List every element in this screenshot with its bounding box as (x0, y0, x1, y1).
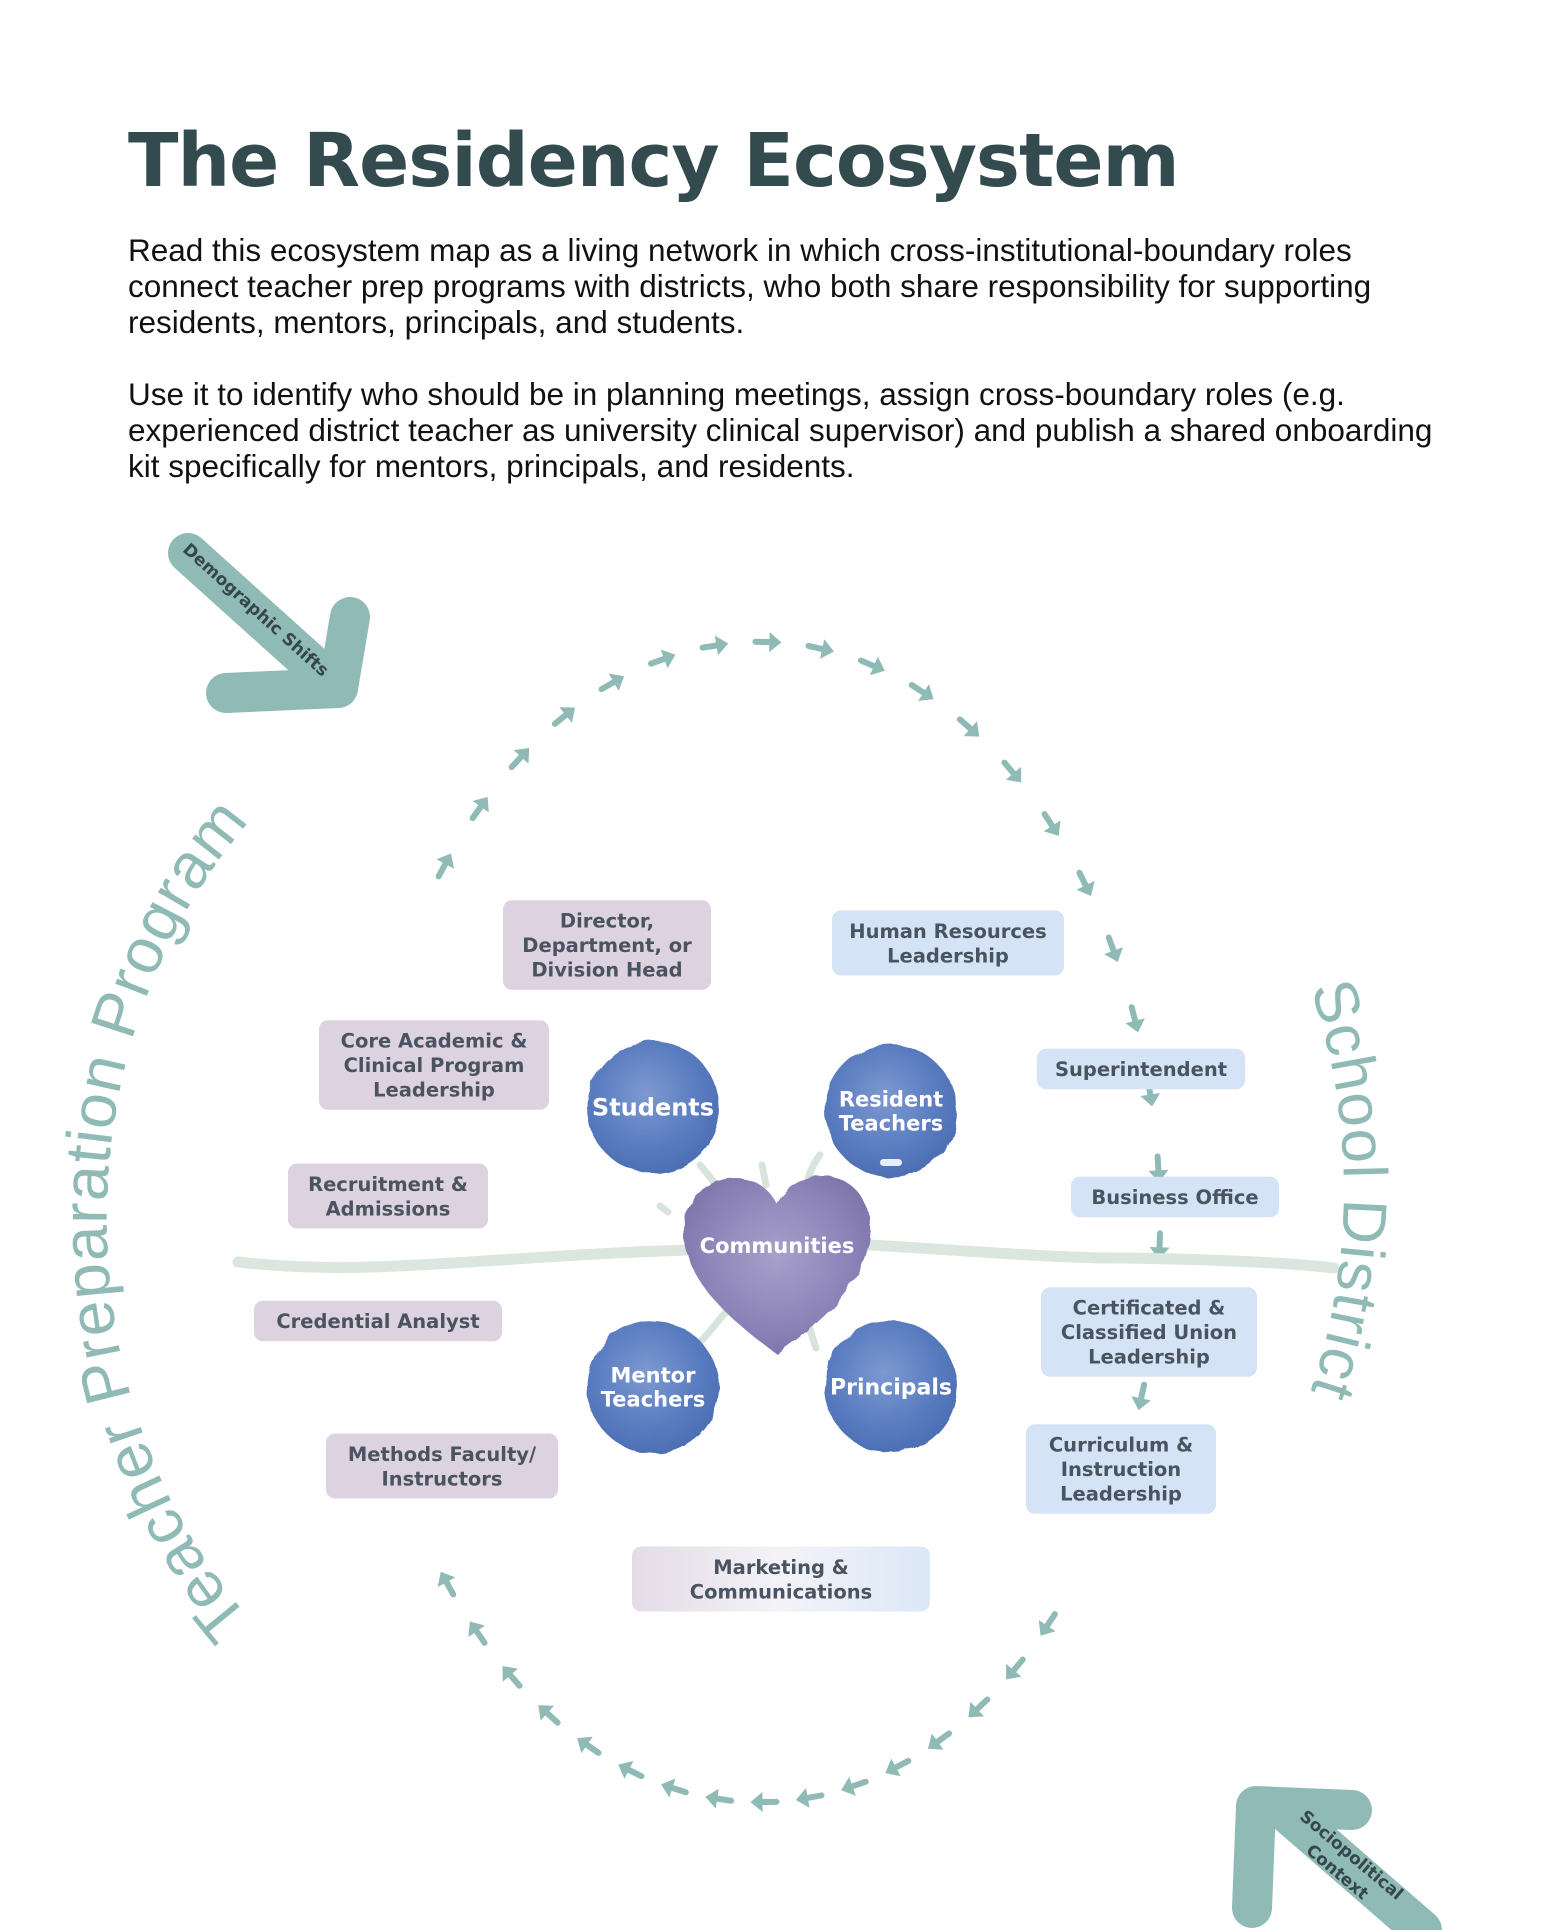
core-academic-tag-line-3: Leadership (373, 1079, 495, 1102)
cycle-arrow (508, 748, 530, 771)
students-circle: Students (587, 1041, 719, 1173)
cycle-arrow (598, 673, 625, 693)
page-title: The Residency Ecosystem (128, 118, 1180, 204)
cycle-arrow (750, 1792, 780, 1813)
communities-label: Communities (700, 1234, 855, 1258)
demographic-shifts-label: Demographic Shifts (178, 540, 332, 681)
mentor-teachers-circle-label-line-1: Mentor (611, 1363, 697, 1387)
district-side-label: School District (1297, 972, 1399, 1409)
union-leadership-tag-line-2: Classified Union (1061, 1321, 1237, 1344)
core-academic-tag: Core Academic &Clinical ProgramLeadershi… (319, 1020, 549, 1110)
cycle-arrow (705, 1788, 735, 1809)
cycle-arrow (1006, 1656, 1026, 1680)
principals-circle: Principals (825, 1321, 957, 1453)
cycle-arrow (699, 635, 729, 656)
curriculum-instruction-tag-line-2: Instruction (1061, 1458, 1181, 1481)
curriculum-instruction-tag-line-1: Curriculum & (1049, 1434, 1193, 1457)
cycle-arrow (435, 853, 455, 880)
cycle-arrow (538, 1705, 561, 1726)
cycle-arrow (469, 796, 489, 822)
demographic-shifts-arrow: Demographic Shifts (168, 533, 370, 713)
cycle-arrow (841, 1776, 869, 1796)
cycle-arrow (577, 1736, 602, 1756)
cycle-arrow (618, 1761, 645, 1780)
union-leadership-tag-line-3: Leadership (1088, 1346, 1210, 1369)
superintendent-tag: Superintendent (1037, 1048, 1245, 1090)
credential-analyst-tag: Credential Analyst (254, 1300, 502, 1342)
director-tag-line-2: Department, or (522, 934, 692, 957)
marketing-communications-tag: Marketing &Communications (632, 1546, 930, 1612)
business-office-tag-line-1: Business Office (1091, 1186, 1258, 1209)
methods-faculty-tag-line-2: Instructors (381, 1467, 502, 1490)
union-leadership-tag-line-1: Certificated & (1073, 1297, 1226, 1320)
students-circle-label-line-1: Students (592, 1093, 714, 1121)
intro-paragraph-1: Read this ecosystem map as a living netw… (128, 232, 1372, 340)
cycle-arrow (805, 639, 834, 659)
cycle-arrow (551, 707, 576, 727)
business-office-tag: Business Office (1071, 1176, 1279, 1218)
resident-teachers-circle-label-line-1: Resident (839, 1087, 943, 1111)
cycle-arrow (437, 1571, 457, 1598)
cycle-arrow (1148, 1153, 1169, 1183)
cycle-arrow (795, 1788, 825, 1808)
cycle-arrow (1076, 869, 1095, 897)
recruitment-tag: Recruitment &Admissions (288, 1163, 488, 1229)
recruitment-tag-line-1: Recruitment & (308, 1173, 468, 1196)
intro-paragraph-2: Use it to identify who should be in plan… (128, 376, 1433, 484)
director-tag-line-1: Director, (560, 910, 654, 933)
communities-heart: Communities (684, 1176, 871, 1354)
resident-teachers-circle-label-line-2: Teachers (839, 1111, 943, 1135)
cycle-arrow (1041, 811, 1061, 836)
marketing-communications-tag-line-1: Marketing & (713, 1556, 849, 1579)
marketing-communications-tag-line-2: Communications (690, 1580, 872, 1603)
cycle-arrow (661, 1778, 689, 1798)
cycle-arrow (647, 649, 676, 669)
cycle-arrow (1149, 1230, 1170, 1260)
cycle-arrow (468, 1621, 488, 1646)
principals-circle-label-line-1: Principals (830, 1376, 952, 1401)
cycle-arrow-ring (435, 632, 1170, 1813)
cycle-arrow (885, 1757, 912, 1777)
cycle-arrow (502, 1666, 523, 1689)
cycle-arrow (752, 632, 782, 653)
cycle-arrow (908, 682, 934, 702)
cycle-arrow (1104, 934, 1123, 962)
human-resources-tag-line-2: Leadership (887, 944, 1009, 967)
human-resources-tag-line-1: Human Resources (849, 920, 1047, 943)
cycle-arrow (1131, 1381, 1151, 1411)
curriculum-instruction-tag-line-3: Leadership (1060, 1483, 1182, 1506)
cycle-arrow (927, 1730, 953, 1750)
recruitment-tag-line-2: Admissions (326, 1197, 451, 1220)
cycle-arrow (857, 656, 885, 676)
superintendent-tag-line-1: Superintendent (1055, 1058, 1227, 1081)
director-tag-line-3: Division Head (531, 959, 682, 982)
cycle-arrow (1038, 1611, 1058, 1636)
core-academic-tag-line-1: Core Academic & (341, 1030, 528, 1053)
sociopolitical-context-arrow: Sociopolitical Context (1232, 1786, 1442, 1930)
methods-faculty-tag-line-1: Methods Faculty/ (348, 1443, 537, 1466)
program-side-label: Teacher Preparation Program (48, 784, 260, 1656)
cycle-arrow (1125, 1004, 1145, 1033)
mentor-teachers-circle-label-line-2: Teachers (601, 1387, 705, 1411)
methods-faculty-tag: Methods Faculty/Instructors (326, 1433, 558, 1499)
credential-analyst-tag-line-1: Credential Analyst (276, 1310, 479, 1333)
cycle-arrow (1001, 759, 1022, 783)
core-academic-tag-line-2: Clinical Program (344, 1054, 525, 1077)
cycle-arrow (968, 1696, 991, 1718)
cycle-arrow (956, 716, 980, 737)
